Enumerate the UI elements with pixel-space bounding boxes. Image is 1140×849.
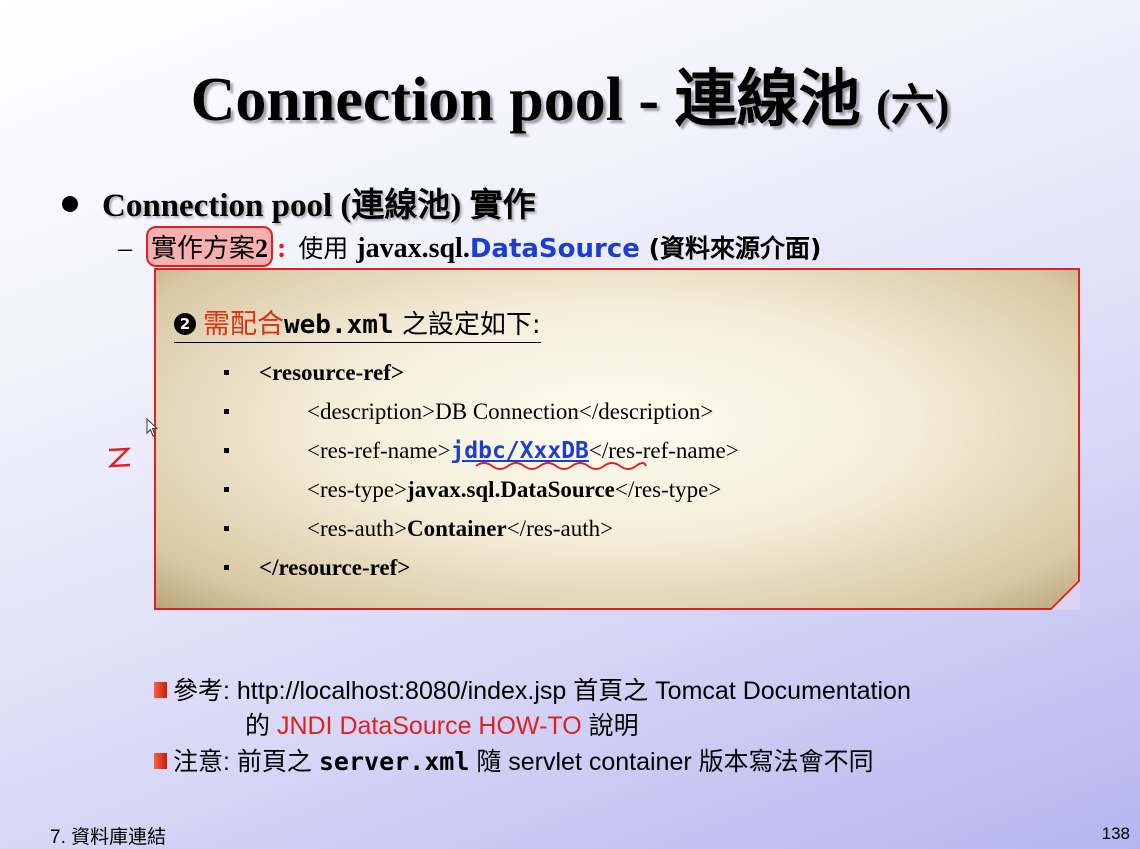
red-square-bullet-icon bbox=[154, 753, 167, 770]
ref-text: 說明 bbox=[581, 712, 639, 740]
code-text: </res-auth> bbox=[506, 516, 614, 541]
red-square-bullet-icon bbox=[154, 682, 167, 699]
heading-webxml: web.xml bbox=[284, 310, 394, 340]
square-bullet-icon bbox=[224, 526, 229, 532]
title-paren: (六) bbox=[876, 81, 950, 130]
ref-line-2: 注意: 前頁之 server.xml 隨 servlet container 版… bbox=[154, 744, 911, 780]
sub-text-use: 使用 bbox=[290, 234, 357, 263]
square-bullet-icon bbox=[224, 409, 229, 415]
ref-line-1: 參考: http://localhost:8080/index.jsp 首頁之 … bbox=[154, 674, 911, 709]
bullet-text: Connection pool (連線池) 實作 bbox=[102, 188, 536, 224]
note-heading: 2 需配合web.xml 之設定如下: bbox=[174, 302, 541, 343]
squiggle-underline-icon bbox=[475, 462, 647, 470]
square-bullet-icon bbox=[224, 487, 229, 493]
slide-title: Connection pool - 連線池 (六) bbox=[0, 48, 1140, 138]
code-text: <resource-ref> bbox=[259, 360, 404, 385]
code-line-3: <res-ref-name>jdbc/XxxDB</res-ref-name> bbox=[224, 438, 739, 464]
note-text: 隨 servlet container 版本寫法會不同 bbox=[469, 748, 874, 776]
square-bullet-icon bbox=[224, 448, 229, 454]
code-text: <description>DB Connection</description> bbox=[307, 399, 714, 424]
code-text: <res-ref-name> bbox=[307, 438, 451, 463]
bullet-connection-pool: Connection pool (連線池) 實作 bbox=[62, 178, 536, 226]
title-main: Connection pool - 連線池 bbox=[190, 66, 877, 134]
code-text: </res-type> bbox=[614, 477, 722, 502]
ref-text: 的 bbox=[245, 712, 277, 740]
pen-annotation-icon bbox=[107, 447, 132, 468]
jndi-name-link: jdbc/XxxDB bbox=[450, 438, 589, 464]
sub-colon: : bbox=[277, 233, 287, 264]
sub-text-desc: (資料來源介面) bbox=[639, 234, 822, 263]
note-box: 2 需配合web.xml 之設定如下: <resource-ref> <desc… bbox=[154, 268, 1080, 610]
sub-dash: – bbox=[118, 233, 132, 264]
ref-line-1b: 的 JNDI DataSource HOW-TO 說明 bbox=[154, 709, 911, 744]
references: 參考: http://localhost:8080/index.jsp 首頁之 … bbox=[154, 674, 911, 780]
page-number: 138 bbox=[1101, 824, 1130, 843]
sub-bullet: –實作方案2: 使用 javax.sql.DataSource (資料來源介面) bbox=[118, 226, 821, 267]
ref-text: : http://localhost:8080/index.jsp 首頁之 To… bbox=[223, 677, 911, 705]
ref-label: 參考 bbox=[173, 677, 224, 705]
sub-text-package: javax.sql. bbox=[356, 233, 470, 264]
ref-howto: JNDI DataSource HOW-TO bbox=[276, 712, 582, 740]
footer-chapter: 7. 資料庫連結 bbox=[50, 827, 167, 848]
highlight-text: 實作方案 bbox=[151, 234, 256, 264]
code-bold: javax.sql.DataSource bbox=[407, 477, 615, 502]
code-line-6: </resource-ref> bbox=[224, 555, 410, 581]
number-circle-icon: 2 bbox=[174, 312, 196, 335]
bullet-dot-icon bbox=[62, 196, 78, 213]
square-bullet-icon bbox=[224, 370, 229, 376]
highlight-num: 2 bbox=[255, 234, 269, 263]
code-text: </resource-ref> bbox=[259, 555, 411, 580]
heading-rest: 之設定如下: bbox=[393, 310, 541, 340]
code-line-1: <resource-ref> bbox=[224, 360, 404, 386]
note-text: : 前頁之 bbox=[223, 748, 319, 776]
code-text: <res-auth> bbox=[307, 516, 408, 541]
code-text: <res-type> bbox=[307, 477, 408, 502]
code-bold: Container bbox=[407, 516, 507, 541]
square-bullet-icon bbox=[224, 565, 229, 571]
highlight-box: 實作方案2 bbox=[146, 226, 274, 267]
heading-red: 需配合 bbox=[203, 309, 284, 340]
mouse-cursor-icon bbox=[146, 418, 159, 437]
note-label: 注意 bbox=[173, 748, 224, 776]
note-fold-corner bbox=[1050, 580, 1080, 610]
code-line-4: <res-type>javax.sql.DataSource</res-type… bbox=[224, 477, 721, 503]
code-line-2: <description>DB Connection</description> bbox=[224, 399, 713, 425]
note-serverxml: server.xml bbox=[318, 747, 470, 776]
code-line-5: <res-auth>Container</res-auth> bbox=[224, 516, 613, 542]
sub-datasource: DataSource bbox=[469, 234, 640, 264]
code-text: </res-ref-name> bbox=[588, 438, 739, 463]
